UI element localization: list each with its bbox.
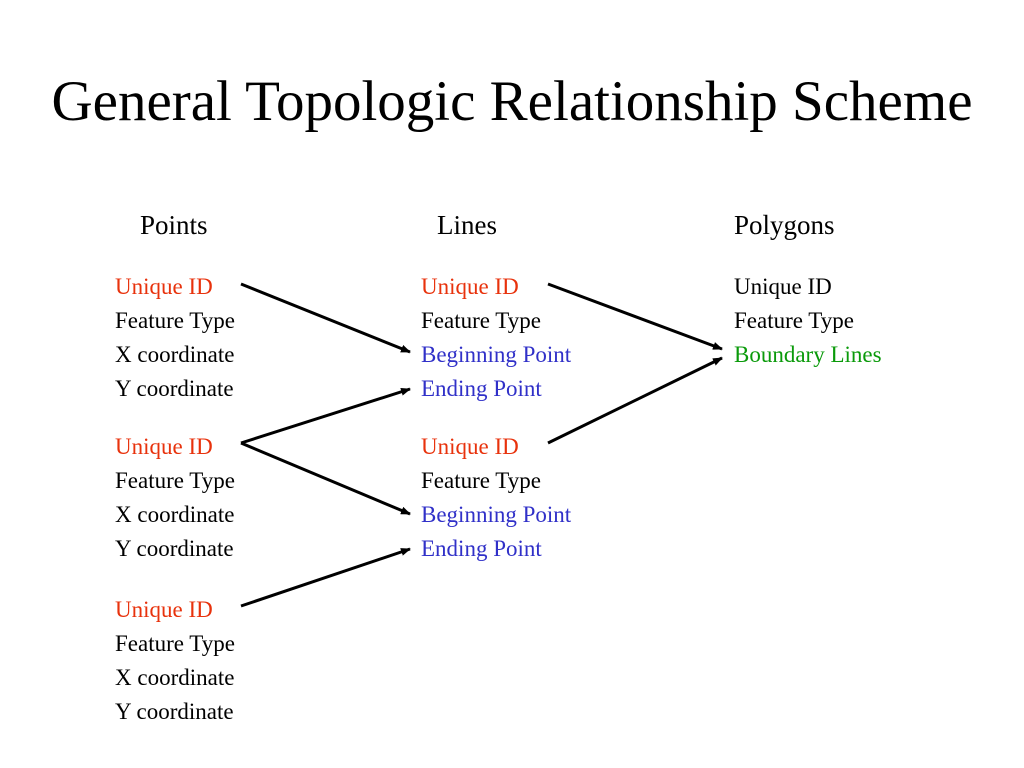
line-1-beginning-point: Beginning Point (421, 342, 572, 367)
lines-header: Lines (437, 210, 497, 240)
point-3-y-coordinate: Y coordinate (115, 699, 234, 724)
point-2-feature-type: Feature Type (115, 468, 235, 493)
points-header: Points (140, 210, 208, 240)
point-2-unique-id: Unique ID (115, 434, 213, 459)
polygon-1-boundary-lines: Boundary Lines (734, 342, 882, 367)
arrow-point2-to-line1-ending (240, 387, 411, 445)
polygon-1-unique-id: Unique ID (734, 274, 832, 299)
line-2-feature-type: Feature Type (421, 468, 541, 493)
point-record-2: Unique ID Feature Type X coordinate Y co… (115, 430, 235, 566)
point-1-y-coordinate: Y coordinate (115, 376, 234, 401)
line-1-feature-type: Feature Type (421, 308, 541, 333)
line-2-unique-id: Unique ID (421, 434, 519, 459)
line-2-beginning-point: Beginning Point (421, 502, 572, 527)
polygon-record-1: Unique ID Feature Type Boundary Lines (734, 270, 882, 372)
line-1-ending-point: Ending Point (421, 376, 542, 401)
point-1-feature-type: Feature Type (115, 308, 235, 333)
line-record-2: Unique ID Feature Type Beginning Point E… (421, 430, 571, 566)
line-2-ending-point: Ending Point (421, 536, 542, 561)
point-2-x-coordinate: X coordinate (115, 502, 235, 527)
line-record-1: Unique ID Feature Type Beginning Point E… (421, 270, 571, 406)
slide-title: General Topologic Relationship Scheme (51, 70, 973, 133)
arrow-line1-to-polygon-boundary (547, 282, 723, 351)
polygons-header: Polygons (734, 210, 835, 240)
point-record-1: Unique ID Feature Type X coordinate Y co… (115, 270, 235, 406)
line-1-unique-id: Unique ID (421, 274, 519, 299)
point-record-3: Unique ID Feature Type X coordinate Y co… (115, 593, 235, 729)
arrow-point1-to-line1-beginning (240, 282, 411, 354)
arrow-point3-to-line2-ending (240, 547, 411, 608)
polygon-1-feature-type: Feature Type (734, 308, 854, 333)
point-1-x-coordinate: X coordinate (115, 342, 235, 367)
point-1-unique-id: Unique ID (115, 274, 213, 299)
arrow-point2-to-line2-beginning (240, 441, 411, 516)
point-2-y-coordinate: Y coordinate (115, 536, 234, 561)
arrow-line2-to-polygon-boundary (547, 356, 723, 445)
point-3-unique-id: Unique ID (115, 597, 213, 622)
point-3-x-coordinate: X coordinate (115, 665, 235, 690)
point-3-feature-type: Feature Type (115, 631, 235, 656)
